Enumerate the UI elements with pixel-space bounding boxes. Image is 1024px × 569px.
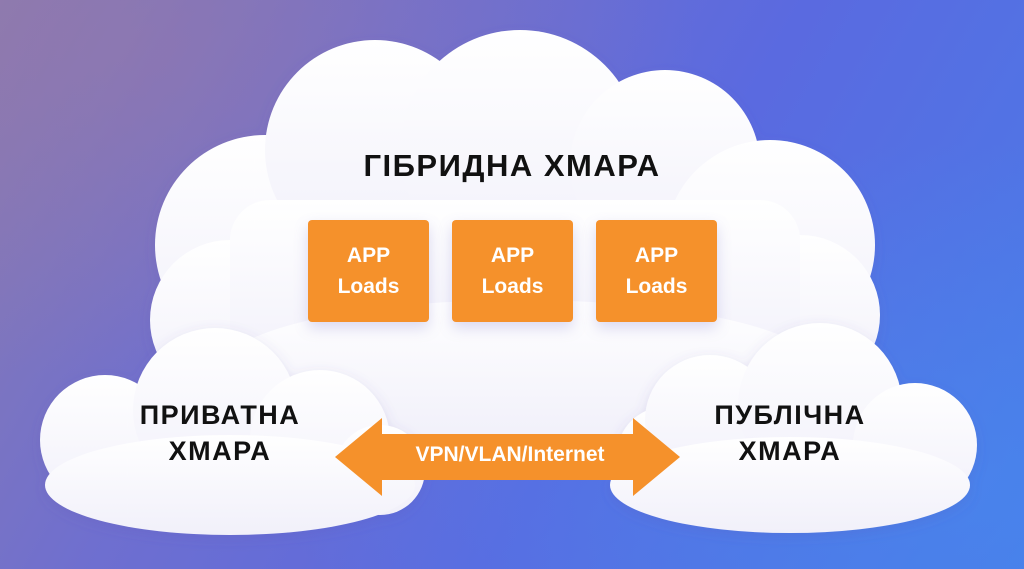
hybrid-cloud-title: ГІБРИДНА ХМАРА [363, 148, 661, 183]
connection-arrow [335, 418, 680, 496]
connection-label: VPN/VLAN/Internet [415, 443, 605, 466]
app-box-line2: Loads [481, 275, 544, 298]
app-loads-box: APP Loads [308, 220, 429, 322]
public-cloud-label: ПУБЛІЧНА ХМАРА [690, 397, 890, 469]
app-loads-box: APP Loads [596, 220, 717, 322]
private-cloud-shape [40, 328, 425, 535]
public-cloud-line1: ПУБЛІЧНА [714, 400, 866, 430]
private-cloud-line1: ПРИВАТНА [139, 400, 301, 430]
app-box-line2: Loads [625, 275, 688, 298]
app-box-line2: Loads [337, 275, 400, 298]
app-box-line1: APP [490, 244, 535, 267]
app-loads-box: APP Loads [452, 220, 573, 322]
private-cloud-label: ПРИВАТНА ХМАРА [120, 397, 320, 469]
public-cloud-shape [610, 323, 977, 533]
private-cloud-line2: ХМАРА [168, 436, 272, 466]
app-box-line1: APP [346, 244, 391, 267]
app-box-line1: APP [634, 244, 679, 267]
public-cloud-line2: ХМАРА [738, 436, 842, 466]
